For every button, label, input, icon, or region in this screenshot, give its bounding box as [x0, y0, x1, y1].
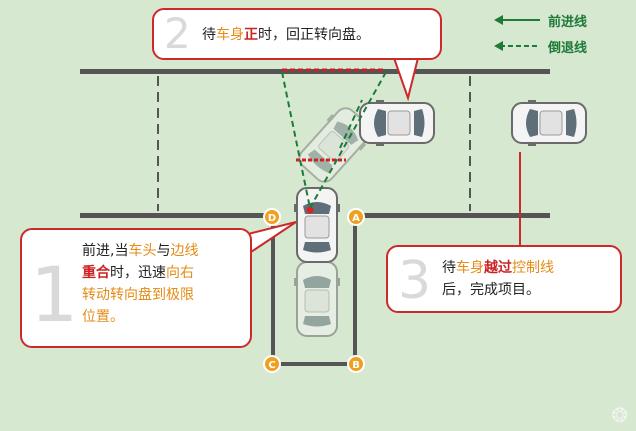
step3-text: 待车身越过控制线 后，完成项目。 — [442, 257, 620, 301]
step3-number: 3 — [398, 251, 432, 311]
corner-label-a: A — [352, 213, 360, 224]
car-exiting — [359, 99, 435, 147]
step2-callout: 2 待车身正时，回正转向盘。 — [152, 8, 442, 60]
step3-text-5: 后，完成项目。 — [442, 282, 540, 298]
legend-reverse-arrowhead — [494, 41, 503, 51]
step3-text-2: 车身 — [456, 260, 484, 276]
step1-text-3: 与 — [156, 243, 171, 259]
parking-bay-right-line — [353, 216, 357, 366]
step1-text: 前进,当车头与边线 重合时，迅速向右 转动转向盘到极限 位置。 — [82, 240, 250, 328]
step1-text-6: 时，迅速 — [110, 265, 166, 281]
step1-text-8: 转动转向盘到极限 — [82, 287, 194, 303]
step3-callout: 3 待车身越过控制线 后，完成项目。 — [386, 245, 622, 313]
step1-text-5: 重合 — [82, 265, 110, 281]
step2-callout-tail — [392, 57, 420, 102]
parking-bay-bottom-line — [271, 362, 357, 366]
step2-text-3: 正 — [244, 27, 258, 43]
step1-text-1: 前进,当 — [82, 243, 129, 259]
step2-text-4: 时，回正转向盘。 — [258, 27, 370, 43]
corner-label-b: B — [352, 360, 360, 371]
step2-number: 2 — [164, 9, 191, 58]
guide-line-2 — [309, 71, 387, 209]
guide-line-1 — [281, 71, 311, 209]
parking-bay-left-line — [271, 216, 275, 366]
step3-text-1: 待 — [442, 260, 456, 276]
step2-text-2: 车身 — [216, 27, 244, 43]
corner-marker-b: B — [347, 355, 365, 373]
step3-text-3: 越过 — [484, 260, 512, 276]
corner-marker-c: C — [263, 355, 281, 373]
corner-label-d: D — [268, 213, 276, 224]
guide-line-3 — [339, 99, 363, 149]
car-complete — [511, 99, 587, 147]
car-in-bay-ghost — [293, 261, 341, 337]
lower-road-line-left — [80, 213, 275, 218]
legend-forward-label: 前进线 — [548, 15, 588, 30]
step3-text-4: 控制线 — [512, 260, 554, 276]
legend-forward-arrowhead — [494, 15, 503, 25]
step1-number: 1 — [30, 250, 79, 339]
step1-text-9: 位置。 — [82, 309, 124, 325]
step2-text-1: 待 — [202, 27, 216, 43]
step1-text-4: 边线 — [170, 243, 199, 259]
step1-text-2: 车头 — [128, 243, 157, 259]
corner-label-c: C — [268, 360, 275, 371]
corner-marker-d: D — [263, 208, 281, 226]
step1-callout: 1 前进,当车头与边线 重合时，迅速向右 转动转向盘到极限 位置。 — [20, 228, 252, 348]
car-start — [293, 187, 341, 263]
legend-reverse-label: 倒退线 — [548, 41, 588, 56]
turn-pivot-point — [306, 206, 314, 214]
step2-text: 待车身正时，回正转向盘。 — [202, 24, 370, 46]
step1-text-7: 向右 — [166, 265, 194, 281]
lower-road-line-right — [355, 213, 550, 218]
corner-marker-a: A — [347, 208, 365, 226]
logo-icon: ❂ — [611, 403, 628, 427]
